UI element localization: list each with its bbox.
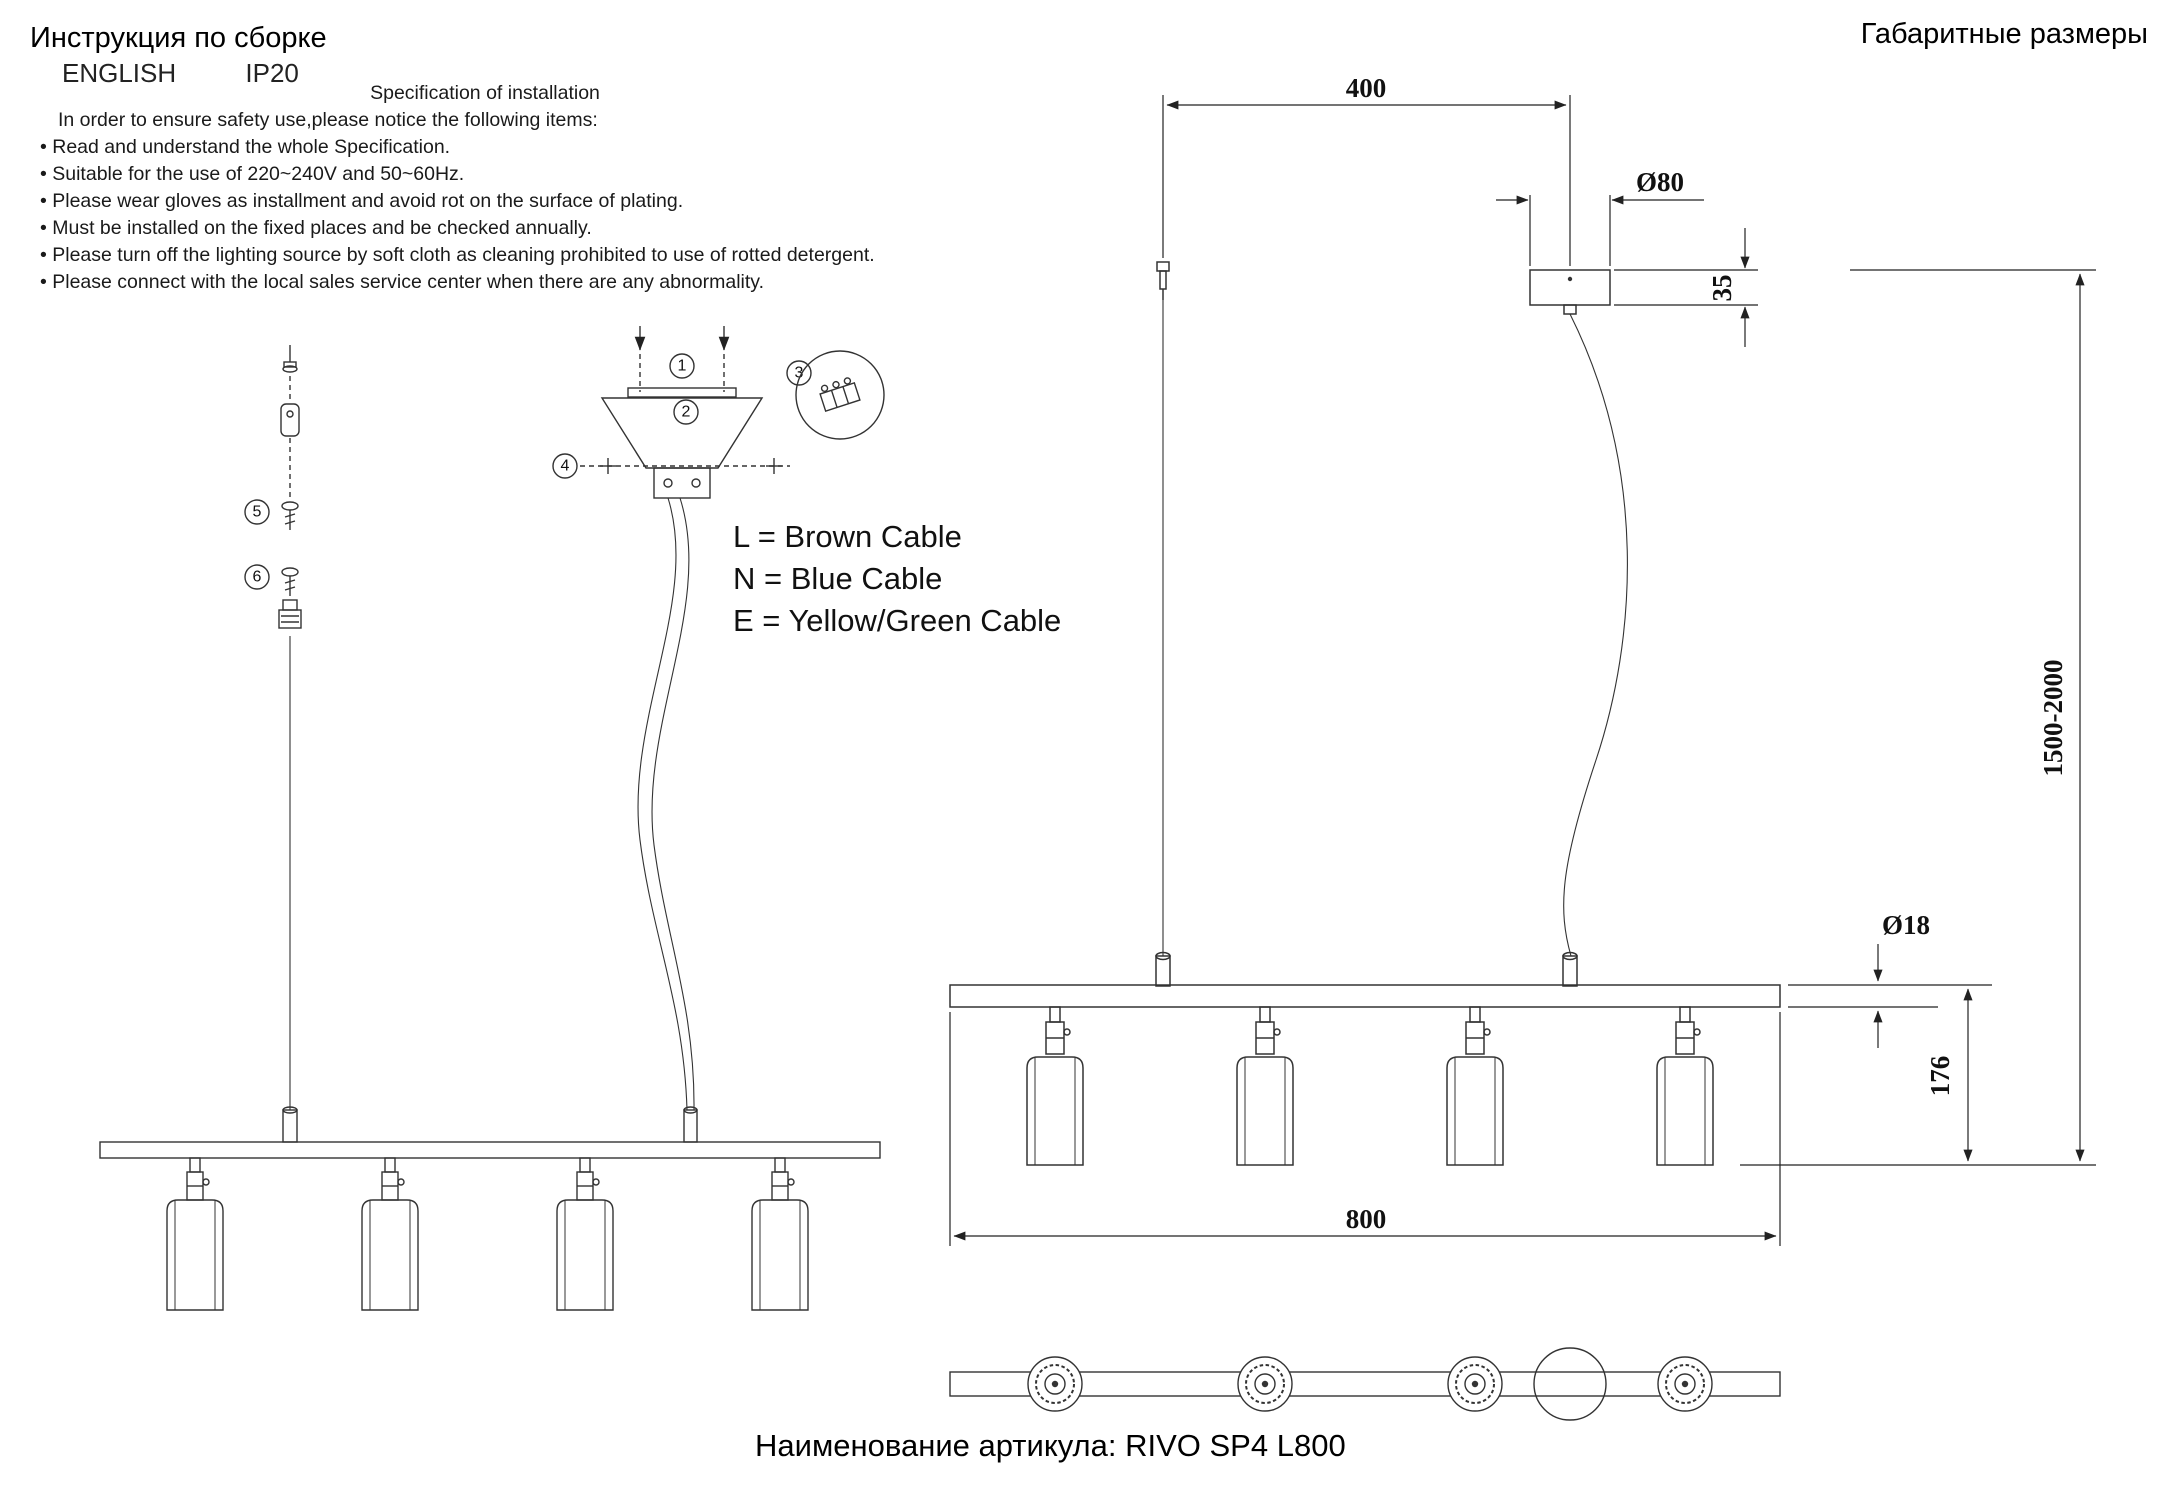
wire-bar-connector (282, 1106, 298, 1143)
legend-blue-cable: N = Blue Cable (733, 561, 943, 596)
terminal-detail-bubble (795, 350, 885, 440)
cable-legend: L = Brown Cable N = Blue Cable E = Yello… (733, 516, 1061, 642)
step-callouts: 5 6 1 2 3 4 (244, 353, 812, 590)
dim-canopy-diameter: Ø80 (1636, 167, 1684, 197)
dim-bar-diameter: Ø18 (1882, 910, 1930, 940)
dimensioned-drawing (949, 261, 1781, 1166)
bottom-view-spot-4 (1657, 1356, 1713, 1412)
assembly-lamp-3 (556, 1157, 614, 1311)
page-title: Инструкция по сборке (30, 22, 327, 54)
bottom-view-cable-ring (1533, 1347, 1607, 1421)
dim-suspension-height: 1500-2000 (2038, 660, 2068, 777)
assembly-lamp-2 (361, 1157, 419, 1311)
dim-canopy-height: 35 (1707, 275, 1737, 302)
canopy-exploded-view (580, 326, 885, 1143)
legend-yellow-green-cable: E = Yellow/Green Cable (733, 603, 1062, 638)
spec-item: • Please wear gloves as installment and … (40, 190, 684, 212)
part-cord-grip-icon (280, 403, 300, 437)
lamp-1 (1026, 1006, 1084, 1166)
language-ip-row: ENGLISH IP20 (62, 58, 299, 89)
specification-block: Specification of installation In order t… (40, 80, 930, 296)
canopy-cable-1 (637, 497, 688, 1111)
spec-intro: In order to ensure safety use,please not… (58, 109, 598, 131)
bottom-view (949, 1347, 1781, 1421)
lamp-4 (1656, 1006, 1714, 1166)
lamp-3 (1446, 1006, 1504, 1166)
step-5-label: 5 (253, 504, 262, 521)
dimension-annotations: 400 Ø80 35 1500-2000 Ø18 176 800 (949, 73, 2096, 1246)
right-suspension-cable (1563, 313, 1628, 957)
cable-bar-connector (683, 1106, 698, 1143)
suspension-hanger (1156, 261, 1170, 300)
step-2-label: 2 (682, 404, 691, 421)
step-1-label: 1 (678, 358, 687, 375)
bottom-view-bar (949, 1371, 1781, 1397)
assembly-lamp-1 (166, 1157, 224, 1311)
part-top-screw-icon (282, 345, 298, 373)
fixture-bar (949, 984, 1781, 1008)
dim-lamp-height: 176 (1925, 1056, 1955, 1097)
spec-item: • Read and understand the whole Specific… (40, 136, 451, 158)
canopy (1529, 269, 1611, 315)
article-caption: Наименование артикула: RIVO SP4 L800 (755, 1428, 1346, 1463)
assembly-bar (99, 1141, 881, 1159)
dim-top-width: 400 (1346, 73, 1387, 103)
bar-connector-right (1562, 951, 1578, 987)
dim-bar-length: 800 (1346, 1204, 1387, 1234)
assembly-diagram: 5 6 1 2 3 4 (99, 326, 885, 1311)
lamp-2 (1236, 1006, 1294, 1166)
canopy-cable-2 (651, 497, 695, 1111)
bar-connector-left (1155, 951, 1171, 987)
part-socket-icon (278, 599, 302, 629)
side-screw-icons (600, 458, 782, 474)
spec-item: • Suitable for the use of 220~240V and 5… (40, 163, 465, 185)
step-3-label: 3 (795, 365, 804, 382)
bottom-view-spot-1 (1027, 1356, 1083, 1412)
ip-rating-label: IP20 (245, 58, 299, 88)
spec-title: Specification of installation (370, 82, 600, 104)
assembly-lamp-4 (751, 1157, 809, 1311)
spec-item: • Please connect with the local sales se… (40, 271, 765, 293)
part-screw-6-icon (281, 567, 299, 596)
spec-item: • Please turn off the lighting source by… (40, 244, 875, 266)
bottom-view-spot-3 (1447, 1356, 1503, 1412)
step-6-label: 6 (253, 569, 262, 586)
language-label: ENGLISH (62, 58, 177, 88)
dimensions-title: Габаритные размеры (1860, 18, 2148, 50)
spec-item: • Must be installed on the fixed places … (40, 217, 592, 239)
step-4-label: 4 (561, 458, 570, 475)
bottom-view-spot-2 (1237, 1356, 1293, 1412)
part-screw-5-icon (281, 501, 299, 530)
legend-brown-cable: L = Brown Cable (733, 519, 962, 554)
